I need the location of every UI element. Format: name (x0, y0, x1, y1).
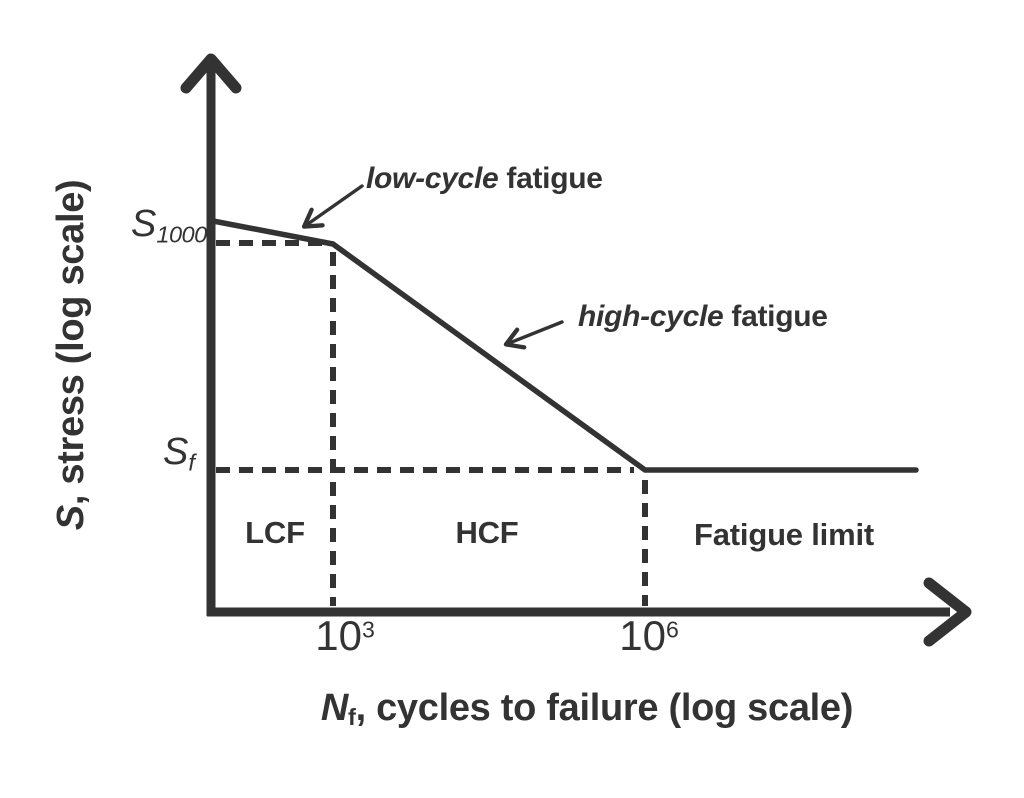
sf-symbol: S (163, 431, 189, 473)
x-tick-1e3-exponent: 3 (361, 616, 375, 643)
low-cycle-italic-text: low-cycle (366, 162, 499, 195)
x-axis-symbol-subscript: f (348, 704, 356, 731)
y-axis-symbol: S (50, 505, 93, 531)
sf-marker-label: Sf (163, 431, 195, 477)
x-tick-1e6-exponent: 6 (665, 616, 679, 643)
region-label-lcf: LCF (245, 515, 305, 550)
y-axis-arrowhead-icon (180, 53, 242, 94)
sf-subscript: f (188, 449, 195, 476)
s1000-symbol: S (131, 203, 157, 245)
x-tick-1e3: 103 (290, 612, 400, 659)
region-label-hcf: HCF (455, 515, 519, 550)
low-cycle-arrow-icon (301, 184, 364, 229)
s1000-subscript: 1000 (156, 221, 207, 248)
x-tick-1e6-base: 10 (619, 612, 666, 659)
high-cycle-arrow-icon (503, 320, 564, 350)
x-tick-1e3-base: 10 (315, 612, 362, 659)
high-cycle-rest-text: fatigue (723, 300, 828, 333)
x-axis-arrowhead-icon (923, 577, 972, 647)
x-axis-title-text: , cycles to failure (log scale) (355, 687, 854, 729)
high-cycle-italic-text: high-cycle (578, 300, 724, 333)
x-tick-1e6: 106 (594, 612, 704, 659)
high-cycle-fatigue-label: high-cycle fatigue (578, 300, 828, 333)
x-axis-title: Nf, cycles to failure (log scale) (187, 687, 987, 731)
x-axis-symbol: N (320, 687, 349, 729)
s1000-marker-label: S1000 (131, 203, 207, 249)
region-label-fatigue-limit: Fatigue limit (694, 517, 874, 552)
low-cycle-fatigue-label: low-cycle fatigue (366, 162, 603, 195)
sn-curve-line (210, 218, 919, 473)
y-axis-title-text: , stress (log scale) (50, 179, 93, 506)
y-axis-title: S, stress (log scale) (50, 140, 93, 570)
low-cycle-rest-text: fatigue (498, 162, 603, 195)
